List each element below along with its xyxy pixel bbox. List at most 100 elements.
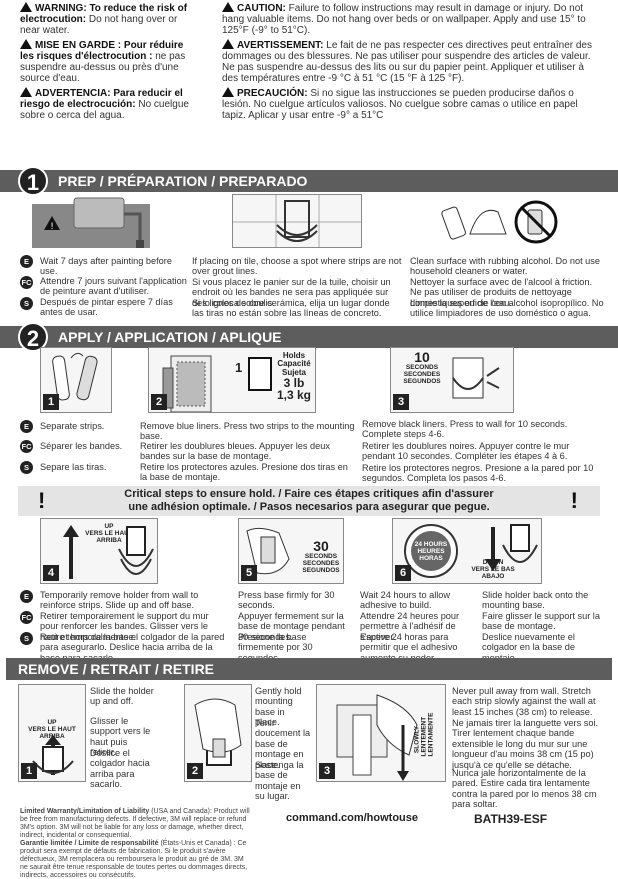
holds-label-es: Sujeta <box>281 368 306 377</box>
remove-2-en: Gently hold mounting base in place. <box>255 686 302 728</box>
step6-es: Espere 24 horas para permitir que el adh… <box>360 632 458 663</box>
apply-panel-3: 10 SECONDS SECONDES SEGUNDOS 3 <box>390 347 514 413</box>
prep-1-es: Después de pintar espere 7 días antes de… <box>40 297 173 318</box>
critical-steps-text: Critical steps to ensure hold. / Faire c… <box>124 488 494 513</box>
lang-badge-s: S <box>20 632 33 645</box>
step4-fr: Retirer temporairement le support du mur… <box>40 611 209 642</box>
prep-2-en: If placing on tile, choose a spot where … <box>192 256 402 277</box>
thirty-seconds-num: 30 <box>313 538 329 554</box>
step6-fr: Attendre 24 heures pour permettre à l'ad… <box>360 611 460 642</box>
remove-2-es: Sostenga la base de montaje en su lugar. <box>255 760 304 802</box>
remove-3-fr: Ne jamais tirer la languette vers soi. T… <box>452 718 599 770</box>
remove-1-es: Deslice el colgador hacia arriba para sa… <box>90 748 150 790</box>
apply-3-es: Retire los protectores negros. Presione … <box>362 463 594 484</box>
panel-step-5: 5 <box>241 565 257 581</box>
lang-badge-fc: FC <box>20 440 33 453</box>
lang-badge-fc: FC <box>20 276 33 289</box>
apply-2-es: Retire los protectores azules. Presione … <box>140 462 348 483</box>
remove-panel-1: UP VERS LE HAUT ARRIBA 1 <box>18 684 86 782</box>
warning-triangle-icon <box>222 39 234 49</box>
critical-panel-5: 30 SECONDS SECONDES SEGUNDOS 5 <box>238 518 344 584</box>
warning-triangle-icon <box>20 2 32 12</box>
slowly-label: SLOWLY LENTEMENT LENTAMENTE <box>413 712 435 757</box>
step6-en: Wait 24 hours to allow adhesive to build… <box>360 590 451 611</box>
up-label: UP VERS LE HAUT ARRIBA <box>85 523 133 544</box>
product-code: BATH39-ESF <box>474 812 548 826</box>
remove-step-3: 3 <box>319 763 335 779</box>
panel-step-4: 4 <box>43 565 59 581</box>
remove-panel-2: 2 <box>184 684 252 782</box>
step5-fr: Appuyer fermement sur la base de montage… <box>238 611 345 642</box>
prep-3-en: Clean surface with rubbing alcohol. Do n… <box>410 256 600 277</box>
step7-es: Deslice nuevamente el colgador en la bas… <box>482 632 575 663</box>
warranty-fr: Garantie limitée / Limite de responsabil… <box>20 840 248 879</box>
prep-3-es: Limpie la superficie con alcohol isoprop… <box>410 298 604 319</box>
warning-triangle-icon <box>20 39 32 49</box>
prep-title: PREP / PRÉPARATION / PREPARADO <box>58 173 308 189</box>
remove-title: REMOVE / RETRAIT / RETIRE <box>18 661 215 677</box>
warning-left-column: WARNING: To reduce the risk of electrocu… <box>20 2 198 121</box>
critical-steps-banner: ! Critical steps to ensure hold. / Faire… <box>18 486 600 516</box>
thirty-seconds-label: 30 SECONDS SECONDES SEGUNDOS <box>299 539 343 574</box>
apply-1-en: Separate strips. <box>40 421 105 431</box>
warning-fr: MISE EN GARDE : Pour réduire les risques… <box>20 39 186 84</box>
warning-triangle-icon <box>20 87 32 97</box>
warranty-block: Limited Warranty/Limitation of Liability… <box>20 808 252 879</box>
prep-step-number: 1 <box>18 166 48 196</box>
warning-triangle-icon <box>222 2 234 12</box>
remove-panel-3: SLOWLY LENTEMENT LENTAMENTE 3 <box>316 684 446 782</box>
prep-1-en: Wait 7 days after painting before use. <box>40 256 172 277</box>
twenty-four-hours-label: 24 HOURS HEURES HORAS <box>414 541 448 562</box>
remove-3-es: Nunca jale horizontalmente de la pared. … <box>452 768 597 810</box>
apply-1-es: Separe las tiras. <box>40 462 107 472</box>
apply-2-fr: Retirer les doublures bleues. Appuyer le… <box>140 441 330 462</box>
holds-label-fr: Capacité <box>277 359 311 368</box>
apply-section-header: APPLY / APPLICATION / APLIQUE <box>0 326 618 348</box>
critical-panel-4: UP VERS LE HAUT ARRIBA 4 <box>40 518 158 584</box>
remove-step-1: 1 <box>21 763 37 779</box>
remove-2-fr: Tenir doucement la base de montage en pl… <box>255 718 311 770</box>
apply-panel-2: 1 Holds Capacité Sujeta 3 lb 1,3 kg 2 <box>148 347 316 413</box>
step5-es: Presione la base firmemente por 30 segun… <box>238 632 313 663</box>
prep-3-fr: Nettoyer la surface avec de l'alcool à f… <box>410 277 593 308</box>
warning-triangle-icon <box>222 87 234 97</box>
critical-panel-6: 24 HOURS HEURES HORAS DOWN VERS LE BAS A… <box>392 518 542 584</box>
step4-en: Temporarily remove holder from wall to r… <box>40 590 199 611</box>
exclamation-icon: ! <box>38 488 46 513</box>
down-label: DOWN VERS LE BAS ABAJO <box>471 559 515 580</box>
panel-step-2: 2 <box>151 394 167 410</box>
apply-panel-1: 1 <box>40 347 112 413</box>
remove-section-header: REMOVE / RETRAIT / RETIRE <box>6 658 612 680</box>
ten-seconds-num: 10 <box>414 349 430 365</box>
caution-en: CAUTION: Failure to follow instructions … <box>222 2 586 36</box>
step4-es: Retire temporalmente el colgador de la p… <box>40 632 225 663</box>
caution-fr: AVERTISSEMENT: Le fait de ne pas respect… <box>222 39 592 84</box>
apply-title: APPLY / APPLICATION / APLIQUE <box>58 329 282 345</box>
panel-step-3: 3 <box>393 394 409 410</box>
lang-badge-s: S <box>20 461 33 474</box>
warranty-en: Limited Warranty/Limitation of Liability… <box>20 808 250 839</box>
prep-2-fr: Si vous placez le panier sur de la tuile… <box>192 277 391 308</box>
caution-es: PRECAUCIÓN: Si no sigue las instruccione… <box>222 87 578 121</box>
holds-lb: 3 lb <box>283 376 305 390</box>
remove-1-en: Slide the holder up and off. <box>90 686 154 707</box>
prep-2-es: Si lo coloca sobre cerámica, elija un lu… <box>192 298 390 319</box>
prep-section-header: PREP / PRÉPARATION / PREPARADO <box>0 170 618 192</box>
lang-badge-e: E <box>20 255 33 268</box>
step5-en: Press base firmly for 30 seconds. <box>238 590 335 611</box>
step7-fr: Faire glisser le support sur la base de … <box>482 611 600 632</box>
holds-label-en: Holds <box>282 351 306 360</box>
howtouse-url[interactable]: command.com/howtouse <box>286 812 419 824</box>
apply-3-fr: Retirer les doublures noires. Appuyer co… <box>362 441 570 462</box>
caution-right-column: CAUTION: Failure to follow instructions … <box>222 2 600 121</box>
exclamation-icon: ! <box>570 488 578 513</box>
lang-badge-e: E <box>20 590 33 603</box>
warning-es: ADVERTENCIA: Para reducir el riesgo de e… <box>20 87 189 121</box>
paint-roller-illustration: ! <box>32 196 150 248</box>
holds-kg: 1,3 kg <box>276 388 312 402</box>
step7-en: Slide holder back onto the mounting base… <box>482 590 589 611</box>
prep-1-fr: Attendre 7 jours suivant l'application d… <box>40 276 187 297</box>
holds-capacity: Holds Capacité Sujeta 3 lb 1,3 kg <box>273 351 315 402</box>
remove-3-en: Never pull away from wall. Stretch each … <box>452 686 596 717</box>
lang-badge-e: E <box>20 420 33 433</box>
